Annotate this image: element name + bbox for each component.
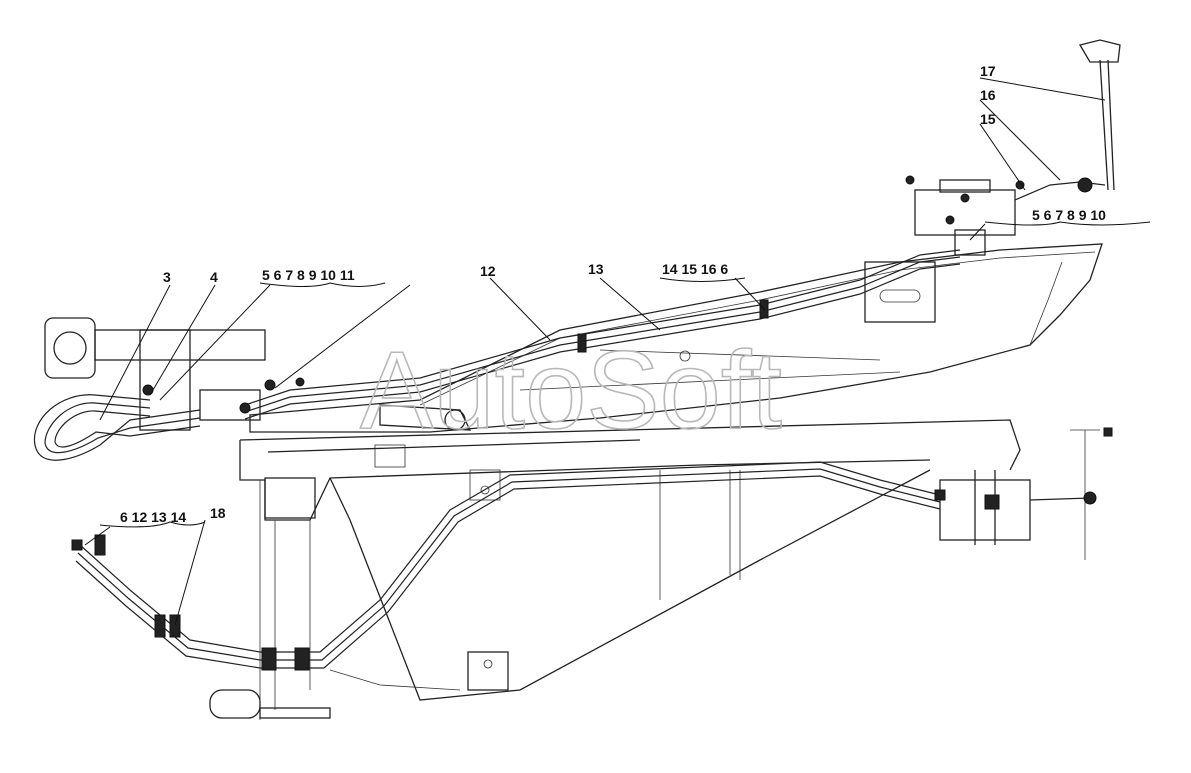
callout-6-12-13-14: 6 12 13 14 — [120, 509, 186, 525]
callout-4: 4 — [210, 269, 218, 285]
left-cylinder-group — [44, 317, 472, 431]
callout-5-to-10: 5 6 7 8 9 10 — [1032, 207, 1106, 223]
callout-17: 17 — [980, 63, 996, 79]
watermark-text: AutoSoft — [360, 329, 782, 452]
callout-labels: 3 4 5 6 7 8 9 10 11 12 13 14 15 16 6 17 … — [120, 63, 1106, 525]
callout-12: 12 — [480, 263, 496, 279]
lower-right-valve — [934, 427, 1113, 545]
callout-5-to-11: 5 6 7 8 9 10 11 — [262, 267, 355, 283]
callout-16: 16 — [980, 87, 996, 103]
lower-hoses — [71, 461, 941, 719]
main-frame — [239, 419, 1100, 720]
upper-hoses — [33, 249, 961, 461]
callout-3: 3 — [163, 269, 171, 285]
upper-right-valve — [905, 39, 1121, 256]
callout-13: 13 — [588, 261, 604, 277]
callout-18: 18 — [210, 505, 226, 521]
leader-lines — [84, 77, 1151, 626]
callout-15: 15 — [980, 111, 996, 127]
callout-14-to-16: 14 15 16 6 — [662, 261, 728, 277]
